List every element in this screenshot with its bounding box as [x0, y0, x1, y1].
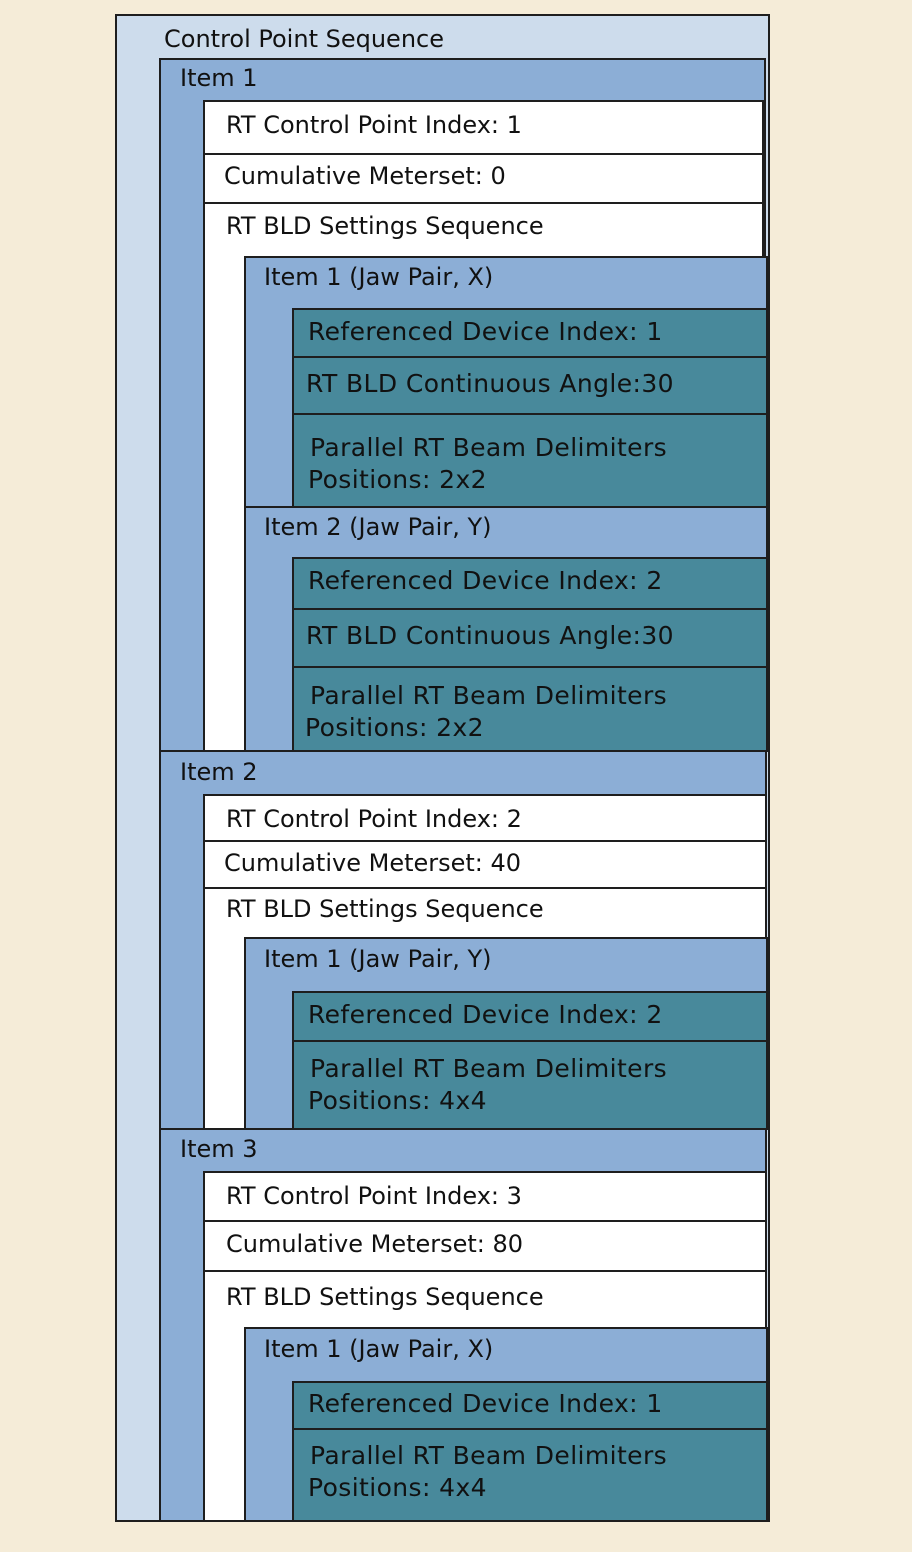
item-1-sub-item-1-positions-line-2: Positions: 2x2 — [308, 465, 487, 494]
item-3-label: Item 3 — [180, 1135, 258, 1163]
item-2-separator-1 — [203, 840, 767, 842]
item-3-control-point-index: RT Control Point Index: 3 — [226, 1182, 522, 1210]
item-2-sub-item-1-positions-line-2: Positions: 4x4 — [308, 1086, 487, 1115]
item-2-label: Item 2 — [180, 758, 258, 786]
item-1-sub-item-2-label: Item 2 (Jaw Pair, Y) — [264, 513, 492, 541]
item-1-sub-item-1-separator-1 — [292, 356, 768, 358]
item-3-bld-settings-sequence: RT BLD Settings Sequence — [226, 1283, 544, 1311]
item-1-sub-item-1-positions-line-1: Parallel RT Beam Delimiters — [310, 433, 668, 462]
item-1-sub-item-1-separator-2 — [292, 413, 768, 415]
item-2-sub-item-1-positions-line-1: Parallel RT Beam Delimiters — [310, 1054, 668, 1083]
item-3-separator-2 — [203, 1270, 767, 1272]
item-1-sub-item-1-label: Item 1 (Jaw Pair, X) — [264, 263, 494, 291]
item-3-separator-1 — [203, 1220, 767, 1222]
item-1-sub-item-2-separator-2 — [292, 666, 768, 668]
item-1-sub-item-2-separator-1 — [292, 608, 768, 610]
item-3-sub-item-1-separator-1 — [292, 1428, 768, 1430]
item-3-cumulative-meterset: Cumulative Meterset: 80 — [226, 1230, 524, 1258]
item-2-sub-item-1-label: Item 1 (Jaw Pair, Y) — [264, 945, 492, 973]
item-2-sub-item-1-attributes — [292, 991, 768, 1130]
item-1-sub-item-2-attributes — [292, 557, 768, 752]
item-1-separator-1 — [203, 153, 764, 155]
item-2-sub-item-1-separator-1 — [292, 1040, 768, 1042]
item-3-sub-item-1-positions-line-1: Parallel RT Beam Delimiters — [310, 1441, 668, 1470]
item-3-sub-item-1-attributes — [292, 1381, 768, 1522]
item-1-control-point-index: RT Control Point Index: 1 — [226, 111, 522, 139]
item-2-control-point-index: RT Control Point Index: 2 — [226, 805, 522, 833]
item-2-separator-2 — [203, 887, 767, 889]
item-1-sub-item-2-positions-line-1: Parallel RT Beam Delimiters — [310, 681, 668, 710]
item-2-cumulative-meterset: Cumulative Meterset: 40 — [224, 849, 522, 877]
item-1-cumulative-meterset: Cumulative Meterset: 0 — [224, 162, 506, 190]
item-2-bld-settings-sequence: RT BLD Settings Sequence — [226, 895, 544, 923]
sequence-label: Control Point Sequence — [164, 25, 444, 53]
item-1-sub-item-1-device-index: Referenced Device Index: 1 — [308, 317, 663, 346]
item-3-sub-item-1-label: Item 1 (Jaw Pair, X) — [264, 1335, 494, 1363]
item-1-sub-item-2-continuous-angle: RT BLD Continuous Angle:30 — [306, 621, 674, 650]
item-1-separator-2 — [203, 202, 764, 204]
item-1-sub-item-1-attributes — [292, 308, 768, 508]
item-1-sub-item-1-continuous-angle: RT BLD Continuous Angle:30 — [306, 369, 674, 398]
item-1-sub-item-2-device-index: Referenced Device Index: 2 — [308, 566, 663, 595]
item-3-sub-item-1-device-index: Referenced Device Index: 1 — [308, 1389, 663, 1418]
item-1-sub-item-2-positions-line-2: Positions: 2x2 — [305, 713, 484, 742]
item-3-sub-item-1-positions-line-2: Positions: 4x4 — [308, 1473, 487, 1502]
item-2-sub-item-1-device-index: Referenced Device Index: 2 — [308, 1000, 663, 1029]
item-1-bld-settings-sequence: RT BLD Settings Sequence — [226, 212, 544, 240]
item-1-label: Item 1 — [180, 64, 258, 92]
